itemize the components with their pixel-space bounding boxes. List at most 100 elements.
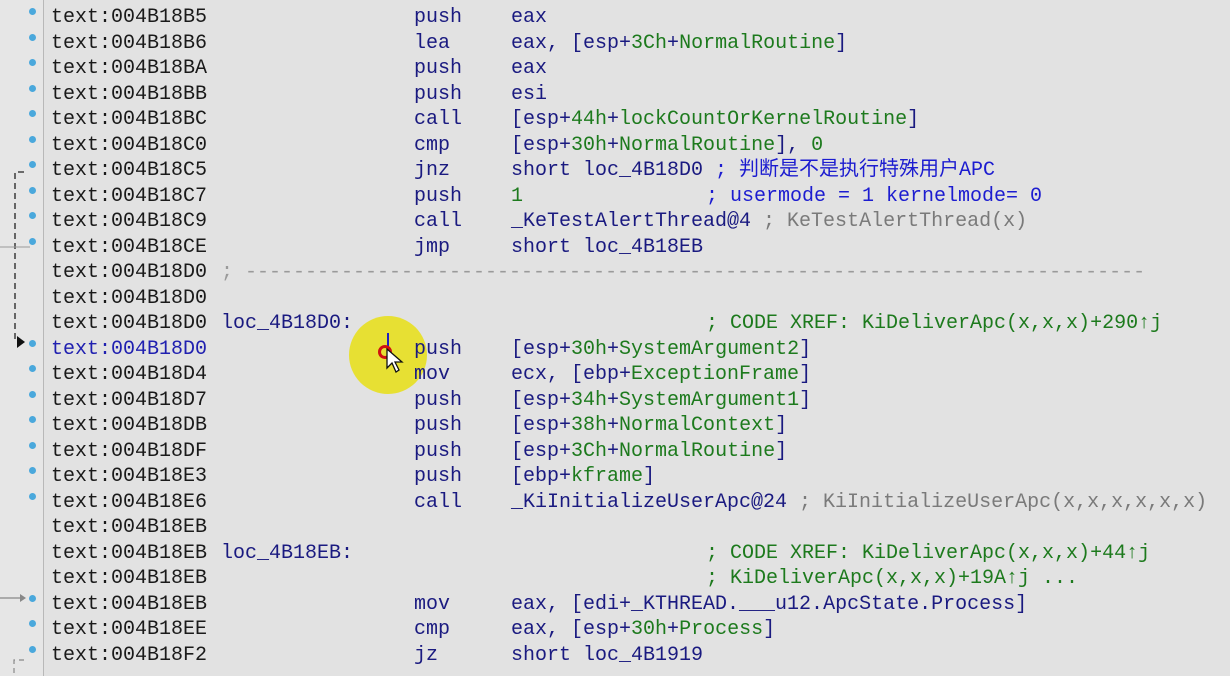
operands[interactable]: [esp+3Ch+NormalRoutine]: [511, 439, 787, 464]
operand-part[interactable]: ]: [775, 414, 788, 437]
listing-line[interactable]: text:004B18BC call [esp+44h+lockCountOrKer…: [0, 107, 1230, 132]
operand-part[interactable]: [esp+: [511, 133, 572, 157]
operand-part[interactable]: +: [607, 388, 620, 412]
address[interactable]: text:004B18D0: [51, 337, 208, 361]
mnemonic[interactable]: jmp: [414, 235, 451, 259]
address[interactable]: text:004B18C7: [51, 184, 208, 208]
operand-part[interactable]: ecx, [ebp+: [511, 363, 632, 386]
address[interactable]: text:004B18BA: [51, 57, 208, 80]
mnemonic[interactable]: cmp: [414, 133, 451, 157]
breakpoint-dot-icon[interactable]: [29, 620, 36, 627]
operand-part[interactable]: ]: [799, 388, 812, 412]
operand-part[interactable]: SystemArgument2: [619, 337, 800, 361]
operand-part[interactable]: [esp+: [511, 414, 572, 437]
address[interactable]: text:004B18DB: [51, 414, 208, 437]
mnemonic[interactable]: call: [414, 490, 463, 514]
operand-part[interactable]: +: [667, 618, 680, 641]
breakpoint-dot-icon[interactable]: [29, 237, 36, 245]
operands[interactable]: eax: [511, 56, 547, 81]
operand-part[interactable]: 34h: [571, 388, 608, 412]
mnemonic[interactable]: push: [414, 6, 463, 29]
operand-part[interactable]: eax: [511, 57, 548, 80]
operand-part[interactable]: [esp+: [511, 439, 572, 463]
comment[interactable]: ; KeTestAlertThread(x): [751, 210, 1028, 233]
address[interactable]: text:004B18EE: [51, 618, 208, 641]
operands[interactable]: eax, [esp+30h+Process]: [511, 617, 775, 642]
operand-part[interactable]: 38h: [571, 414, 608, 437]
mnemonic[interactable]: push: [414, 57, 463, 80]
operand-part[interactable]: ]: [835, 31, 848, 55]
operands[interactable]: eax, [esp+3Ch+NormalRoutine]: [511, 31, 847, 56]
breakpoint-dot-icon[interactable]: [29, 110, 36, 117]
operands[interactable]: esi: [511, 82, 547, 107]
mnemonic[interactable]: push: [414, 439, 463, 463]
mnemonic[interactable]: cmp: [414, 618, 451, 641]
operand-part[interactable]: [esp+: [511, 108, 572, 131]
operand-part[interactable]: short loc_4B1919: [511, 643, 704, 667]
address[interactable]: text:004B18D0: [51, 261, 208, 284]
operand-part[interactable]: +: [607, 414, 620, 437]
comment[interactable]: ; CODE XREF: KiDeliverApc(x,x,x)+44↑j: [706, 541, 1150, 566]
operand-part[interactable]: ]: [643, 465, 656, 488]
operand-part[interactable]: NormalRoutine: [619, 133, 776, 157]
operand-part[interactable]: [esp+: [511, 388, 572, 412]
mnemonic[interactable]: lea: [414, 31, 451, 55]
code-label[interactable]: loc_4B18D0:: [221, 312, 354, 335]
mnemonic[interactable]: jz: [414, 643, 439, 667]
operands[interactable]: ecx, [ebp+ExceptionFrame]: [511, 362, 811, 387]
mnemonic[interactable]: push: [414, 388, 463, 412]
address[interactable]: text:004B18D7: [51, 388, 208, 412]
operand-part[interactable]: 30h: [631, 618, 668, 641]
address[interactable]: text:004B18C9: [51, 210, 208, 233]
operands[interactable]: [esp+44h+lockCountOrKernelRoutine]: [511, 107, 919, 132]
operands[interactable]: [esp+38h+NormalContext]: [511, 413, 787, 438]
breakpoint-dot-icon[interactable]: [29, 645, 36, 653]
mnemonic[interactable]: mov: [414, 592, 451, 616]
breakpoint-dot-icon[interactable]: [29, 59, 36, 66]
operand-part[interactable]: 0: [811, 133, 824, 157]
mnemonic[interactable]: push: [414, 82, 463, 106]
operand-part[interactable]: _KeTestAlertThread@4: [511, 210, 752, 233]
address[interactable]: text:004B18E6: [51, 490, 208, 514]
mnemonic[interactable]: call: [414, 210, 463, 233]
address[interactable]: text:004B18B6: [51, 31, 208, 55]
mnemonic[interactable]: call: [414, 108, 463, 131]
listing-line[interactable]: text:004B18C9 call _KeTestAlertThread@4 ; …: [0, 209, 1230, 234]
address[interactable]: text:004B18BC: [51, 108, 208, 131]
operands[interactable]: short loc_4B18D0 ; 判断是不是执行特殊用户APC: [511, 158, 995, 183]
operands[interactable]: [esp+30h+NormalRoutine], 0: [511, 133, 823, 158]
operand-part[interactable]: ExceptionFrame: [631, 363, 800, 386]
address[interactable]: text:004B18EB: [51, 516, 208, 539]
mnemonic[interactable]: push: [414, 465, 463, 488]
breakpoint-dot-icon[interactable]: [29, 441, 36, 449]
breakpoint-dot-icon[interactable]: [29, 365, 36, 372]
breakpoint-dot-icon[interactable]: [29, 186, 36, 194]
comment[interactable]: ; usermode = 1 kernelmode= 0: [706, 184, 1042, 209]
operand-part[interactable]: 30h: [571, 133, 608, 157]
listing-line[interactable]: text:004B18D0: [0, 286, 1230, 311]
comment[interactable]: ; KiDeliverApc(x,x,x)+19A↑j ...: [706, 566, 1078, 591]
operand-part[interactable]: ]: [799, 337, 812, 361]
operand-part[interactable]: eax, [esp+: [511, 31, 632, 55]
operand-part[interactable]: 1: [511, 184, 524, 208]
mnemonic[interactable]: mov: [414, 363, 451, 386]
operand-part[interactable]: NormalContext: [619, 414, 776, 437]
listing-line[interactable]: text:004B18D0; -------------------------…: [0, 260, 1230, 285]
operand-part[interactable]: lockCountOrKernelRoutine: [619, 108, 908, 131]
breakpoint-dot-icon[interactable]: [29, 492, 36, 500]
operands[interactable]: 1: [511, 184, 523, 209]
listing-line[interactable]: text:004B18B6 lea eax, [esp+3Ch+NormalRout…: [0, 31, 1230, 56]
operand-part[interactable]: SystemArgument1: [619, 388, 800, 412]
operands[interactable]: [esp+34h+SystemArgument1]: [511, 388, 811, 413]
operand-part[interactable]: ]: [799, 363, 812, 386]
mnemonic[interactable]: push: [414, 337, 463, 361]
breakpoint-dot-icon[interactable]: [29, 416, 36, 423]
